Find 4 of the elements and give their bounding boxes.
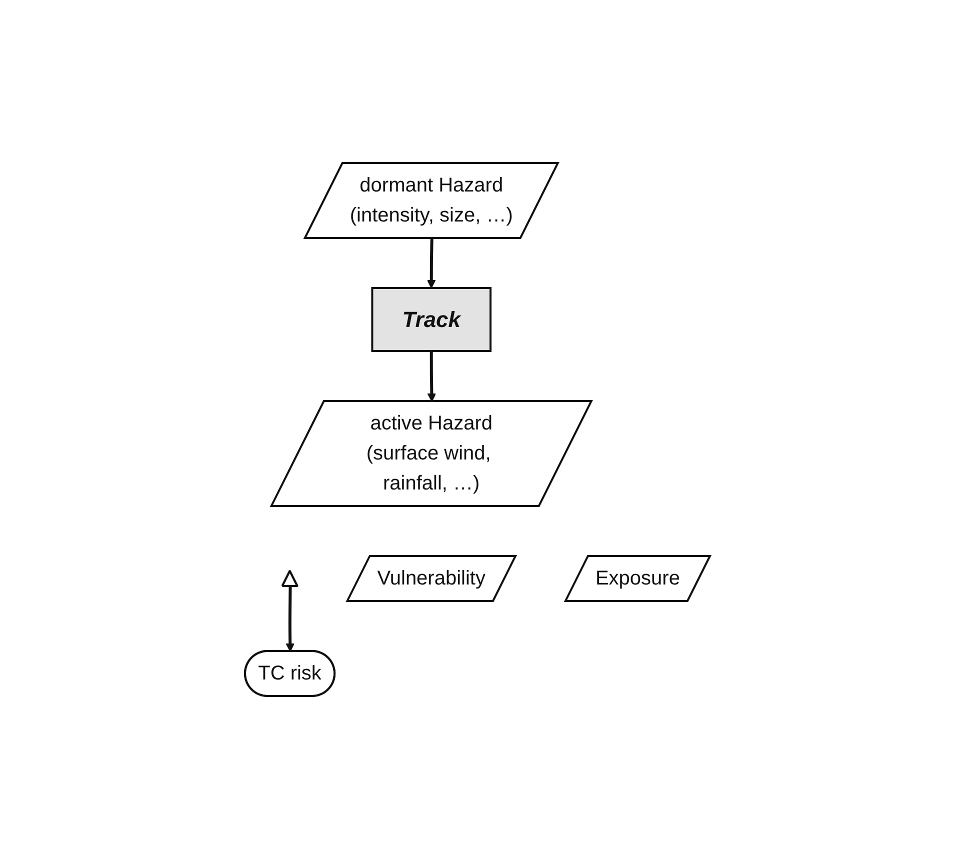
arrow [426, 238, 436, 288]
arrow [285, 586, 294, 652]
node-box: Track [370, 287, 492, 352]
arrow [426, 351, 436, 402]
